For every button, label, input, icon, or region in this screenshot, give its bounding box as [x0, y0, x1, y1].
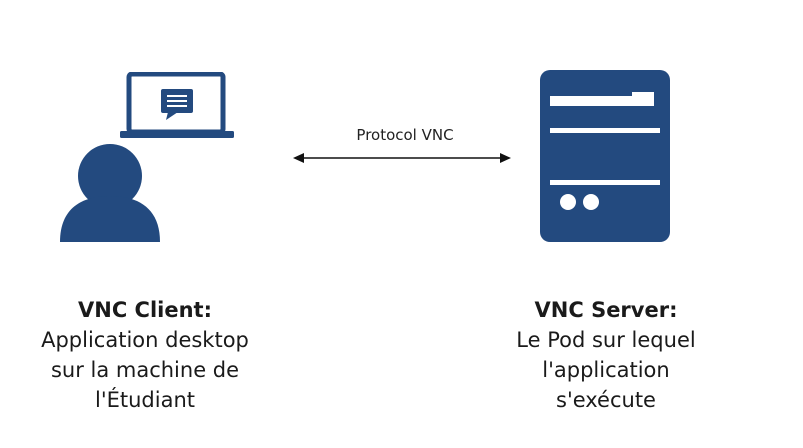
user-icon — [60, 144, 160, 242]
chat-bubble-icon — [161, 89, 193, 120]
laptop-icon — [120, 72, 234, 138]
bidirectional-arrow — [293, 153, 511, 163]
server-title: VNC Server: — [534, 298, 678, 322]
client-line-3: l'Étudiant — [95, 388, 195, 412]
server-line-1: Le Pod sur lequel — [516, 328, 696, 352]
server-icon — [540, 70, 670, 242]
server-line-2: l'application — [542, 358, 670, 382]
server-line-3: s'exécute — [556, 388, 656, 412]
server-caption: VNC Server: Le Pod sur lequel l'applicat… — [456, 295, 756, 415]
client-caption: VNC Client: Application desktop sur la m… — [0, 295, 290, 415]
connection-label: Protocol VNC — [356, 126, 454, 144]
client-line-1: Application desktop — [41, 328, 249, 352]
client-title: VNC Client: — [78, 298, 212, 322]
client-line-2: sur la machine de — [50, 358, 240, 382]
